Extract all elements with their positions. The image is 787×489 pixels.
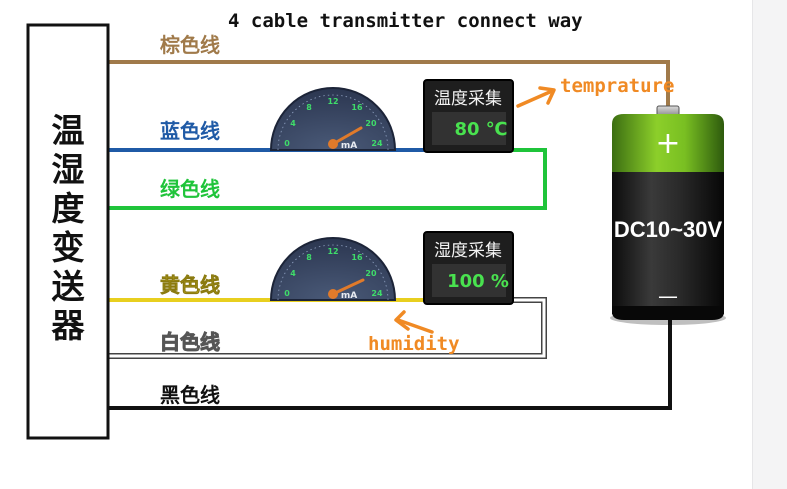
- gauge-tick: 4: [290, 119, 296, 128]
- wire-label-white: 白色线: [160, 330, 220, 354]
- gauge-needle: [331, 278, 365, 296]
- gauge-pivot: [328, 139, 338, 149]
- display-title: 温度采集: [434, 89, 502, 109]
- gauge-tick: 16: [351, 103, 363, 112]
- arrow-icon: [516, 89, 554, 108]
- transmitter-char: 器: [52, 306, 86, 345]
- gauge-tick: 8: [306, 103, 312, 112]
- gauge-ticks: 0 4 8 12 16 20 24: [284, 247, 383, 298]
- transmitter-char: 变: [52, 228, 85, 267]
- humidity-annotation: humidity: [368, 310, 460, 355]
- transmitter-box: 温 湿 度 变 送 器: [26, 23, 110, 440]
- gauge-tick: 16: [351, 253, 363, 262]
- gauge-tick: 12: [327, 247, 338, 256]
- wire-brown: [108, 60, 670, 115]
- wire-green: [108, 148, 547, 210]
- gauge-unit: mA: [341, 141, 357, 151]
- wire-label-brown: 棕色线: [160, 33, 220, 57]
- wires: [108, 60, 672, 410]
- scrollbar-track[interactable]: [752, 0, 787, 489]
- gauge-tick: 0: [284, 289, 290, 298]
- transmitter-char: 温: [52, 111, 85, 150]
- gauge-tick: 8: [306, 253, 312, 262]
- gauge-tick: 12: [327, 97, 338, 106]
- humidity-note: humidity: [368, 333, 460, 355]
- temperature-note: temprature: [560, 75, 674, 97]
- diagram-title: 4 cable transmitter connect way: [228, 10, 583, 32]
- battery: + DC10~30V —: [610, 105, 726, 325]
- gauge-tick: 24: [371, 139, 383, 148]
- wire-label-green: 绿色线: [160, 177, 220, 201]
- display-value: 80 ℃: [454, 119, 507, 140]
- gauge-needle: [331, 126, 363, 146]
- gauge-tick: 20: [365, 119, 377, 128]
- display-title: 湿度采集: [434, 241, 502, 261]
- transmitter-char: 湿: [52, 150, 85, 189]
- gauge-pivot: [328, 289, 338, 299]
- transmitter-char: 度: [52, 189, 85, 228]
- transmitter-label: 温 湿 度 变 送 器: [52, 111, 86, 345]
- arrow-icon: [396, 318, 434, 334]
- positive-terminal-icon: +: [655, 126, 680, 161]
- current-gauge-1: 0 4 8 12 16 20 24 mA: [269, 87, 397, 151]
- battery-voltage: DC10~30V: [614, 217, 723, 242]
- wire-label-yellow: 黄色线: [160, 273, 220, 297]
- gauge-tick: 20: [365, 269, 377, 278]
- gauge-tick: 24: [371, 289, 383, 298]
- transmitter-char: 送: [52, 267, 85, 306]
- gauge-unit: mA: [341, 291, 357, 301]
- temperature-annotation: temprature: [516, 75, 674, 108]
- gauge-tick: 4: [290, 269, 296, 278]
- gauge-tick: 0: [284, 139, 290, 148]
- temperature-display: 温度采集 80 ℃: [423, 79, 514, 153]
- negative-terminal-icon: —: [658, 284, 678, 308]
- humidity-display: 湿度采集 100 %: [423, 231, 514, 305]
- wire-black: [108, 318, 672, 410]
- display-value: 100 %: [447, 271, 509, 292]
- wire-label-black: 黑色线: [160, 383, 220, 407]
- gauge-ticks: 0 4 8 12 16 20 24: [284, 97, 383, 148]
- current-gauge-2: 0 4 8 12 16 20 24 mA: [269, 237, 397, 301]
- wire-label-blue: 蓝色线: [160, 119, 220, 143]
